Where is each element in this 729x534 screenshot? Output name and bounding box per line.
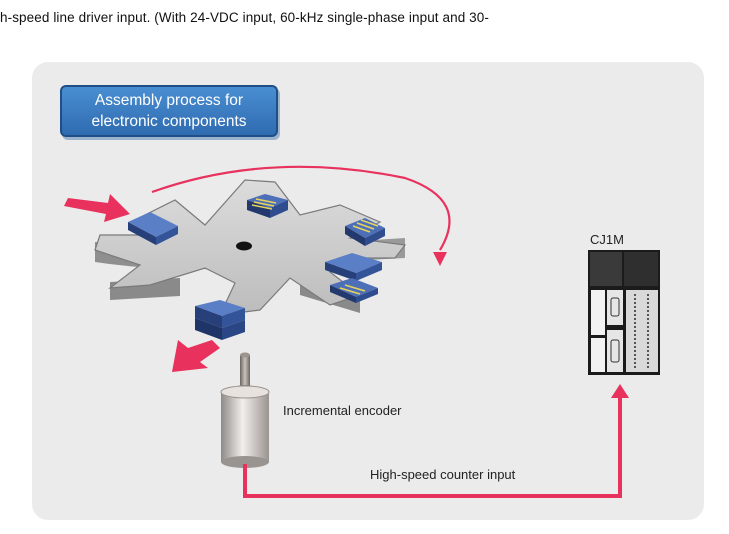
counter-signal-arrowhead [611, 384, 629, 398]
process-title-line-2: electronic components [91, 113, 247, 130]
chip-4 [325, 253, 382, 281]
process-title-box: Assembly process for electronic componen… [60, 85, 278, 137]
encoder-label: Incremental encoder [283, 403, 402, 418]
chip-2 [247, 194, 288, 218]
chip-6 [195, 300, 245, 340]
output-arrow [172, 340, 220, 372]
chip-5 [330, 278, 378, 303]
process-title-line-1: Assembly process for [94, 92, 244, 109]
cj1m-plc [588, 250, 660, 375]
incremental-encoder [220, 352, 270, 468]
chip-3 [345, 218, 385, 246]
counter-input-label: High-speed counter input [370, 467, 516, 482]
chip-1 [128, 212, 178, 245]
header-text: h-speed line driver input. (With 24-VDC … [0, 10, 489, 25]
plc-label: CJ1M [590, 232, 624, 247]
counter-signal-line [243, 395, 622, 498]
rotation-arrow [151, 165, 451, 266]
input-arrow [64, 194, 130, 222]
